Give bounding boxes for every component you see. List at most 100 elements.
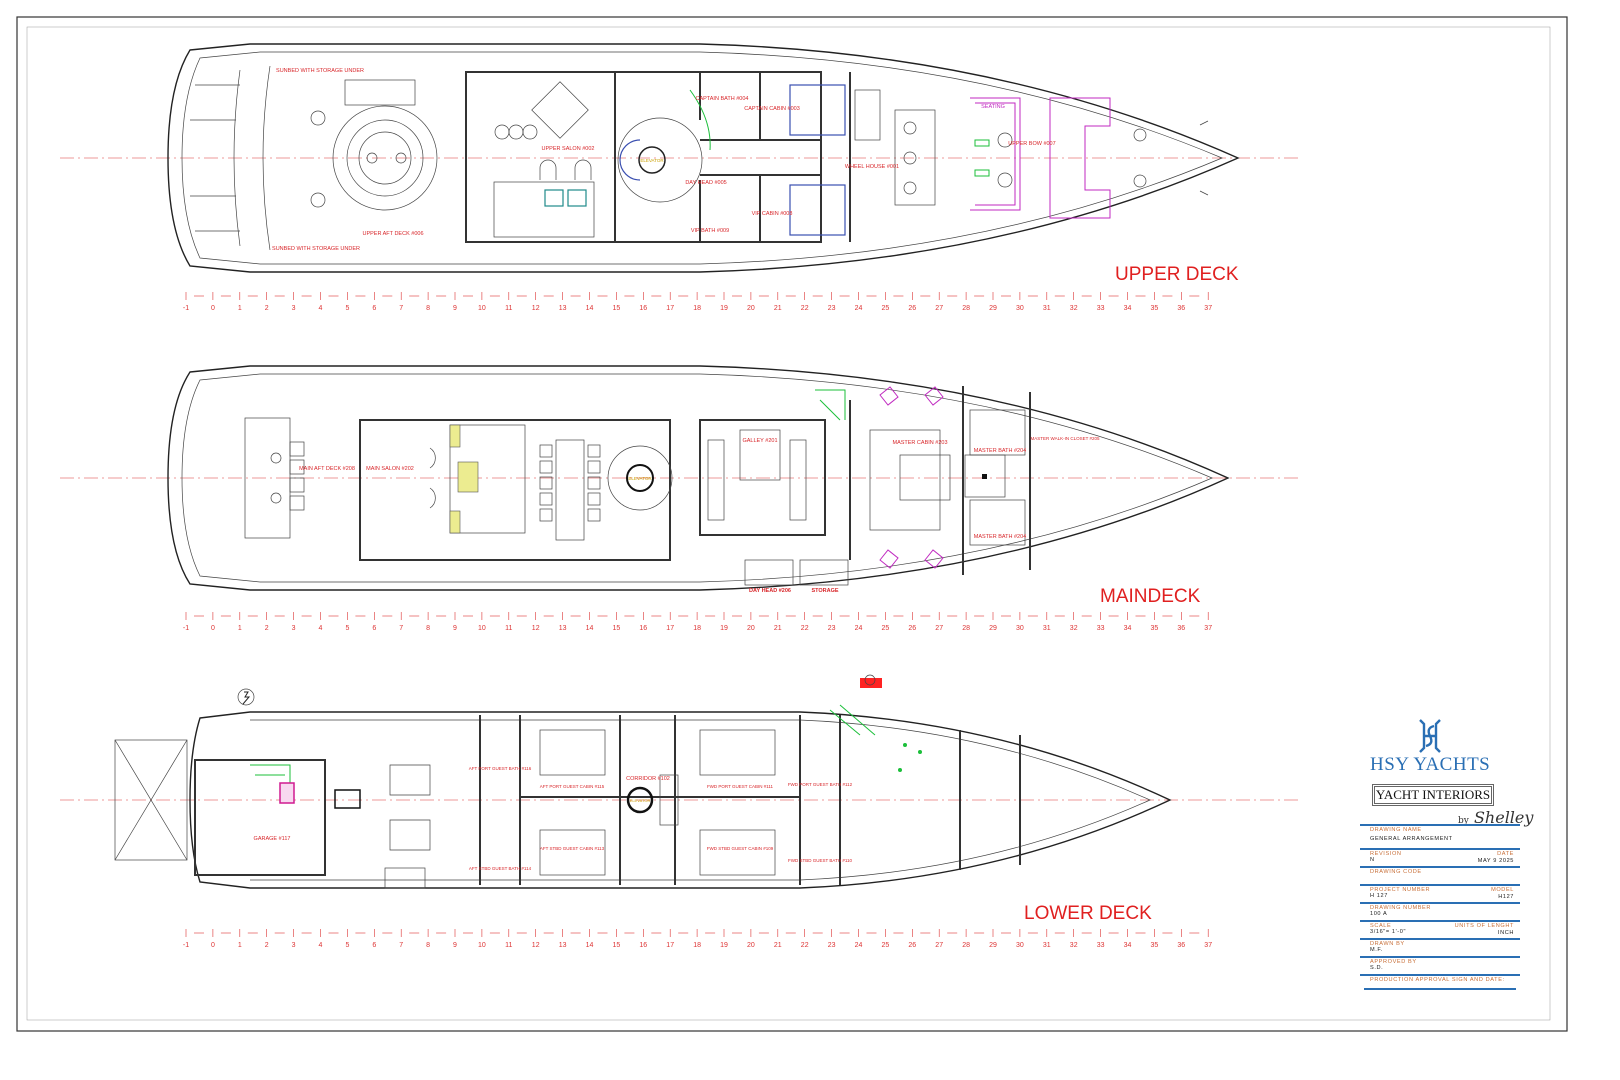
frame-number: 2 <box>265 942 269 949</box>
field-value: 3/16"= 1'-0" <box>1370 929 1407 935</box>
frame-number: 10 <box>478 305 486 312</box>
frame-number: 19 <box>720 625 728 632</box>
frame-number: 21 <box>774 942 782 949</box>
field-value: 100 A <box>1370 911 1388 917</box>
field-label: APPROVED BY <box>1370 959 1417 965</box>
by-label: by <box>1458 816 1469 826</box>
frame-number: 31 <box>1043 942 1051 949</box>
production-approval-field: PRODUCTION APPROVAL SIGN AND DATE: <box>1360 974 1520 985</box>
frame-number: 1 <box>238 305 242 312</box>
field-value: H127 <box>1498 894 1514 900</box>
frame-number: 31 <box>1043 305 1051 312</box>
room-label: MASTER WALK-IN CLOSET #205 <box>1030 436 1100 441</box>
frame-number: 29 <box>989 942 997 949</box>
frame-number: 33 <box>1097 942 1105 949</box>
frame-number: 13 <box>559 625 567 632</box>
frame-number: 0 <box>211 625 215 632</box>
frame-number: 19 <box>720 942 728 949</box>
room-label: ELEVATOR <box>628 476 652 481</box>
room-label: STORAGE <box>811 588 838 594</box>
frame-number: 35 <box>1151 625 1159 632</box>
sheet-inner-border <box>26 26 1551 1021</box>
field-label: DRAWING CODE <box>1370 869 1422 875</box>
frame-number: 5 <box>345 625 349 632</box>
field-value: S.D. <box>1370 965 1384 971</box>
frame-number: 9 <box>453 942 457 949</box>
frame-number: 6 <box>372 305 376 312</box>
room-label: UPPER SALON #002 <box>542 146 595 152</box>
field-label: UNITS OF LENGHT <box>1454 923 1514 929</box>
frame-number: 23 <box>828 305 836 312</box>
frame-number: 6 <box>372 625 376 632</box>
frame-number: 7 <box>399 305 403 312</box>
frame-number: 16 <box>639 942 647 949</box>
room-label: FWD PORT GUEST CABIN #111 <box>707 784 774 789</box>
frame-number: 17 <box>666 942 674 949</box>
lower-deck-plan: GARAGE #117 AFT PORT GUEST BATH #116 AFT… <box>60 674 1300 924</box>
field-label: DRAWING NAME <box>1370 827 1422 833</box>
frame-number: 25 <box>882 625 890 632</box>
frame-number: 23 <box>828 625 836 632</box>
frame-number: 5 <box>345 942 349 949</box>
frame-number: -1 <box>183 305 189 312</box>
frame-number: 24 <box>855 942 863 949</box>
frame-number: 22 <box>801 625 809 632</box>
frame-number: 8 <box>426 305 430 312</box>
frame-number: 13 <box>559 942 567 949</box>
field-value: MAY 9 2025 <box>1477 858 1514 864</box>
frame-number: 12 <box>532 305 540 312</box>
frame-number: 10 <box>478 625 486 632</box>
frame-number: 37 <box>1204 942 1212 949</box>
frame-number: 30 <box>1016 625 1024 632</box>
yacht-interiors-logo: YACHT INTERIORS <box>1372 784 1494 806</box>
frame-number: 21 <box>774 625 782 632</box>
room-label: AFT STBD GUEST BATH #114 <box>469 866 532 871</box>
drawing-code-field: DRAWING CODE <box>1360 866 1520 884</box>
field-label: PROJECT NUMBER <box>1370 887 1431 893</box>
frame-number: 14 <box>586 625 594 632</box>
frame-number: 30 <box>1016 305 1024 312</box>
hsy-logo-icon <box>1416 718 1444 754</box>
room-label: CORRIDOR #102 <box>626 776 670 782</box>
frame-number: 0 <box>211 305 215 312</box>
lower-room-labels: GARAGE #117 AFT PORT GUEST BATH #116 AFT… <box>254 766 853 871</box>
frame-number: 29 <box>989 625 997 632</box>
frame-number: -1 <box>183 625 189 632</box>
lower-hull-outline <box>189 711 1172 889</box>
main-deck-plan: MAIN AFT DECK #208 MAIN SALON #202 ELEVA… <box>60 365 1300 607</box>
frame-number: 14 <box>586 305 594 312</box>
frame-number: 21 <box>774 305 782 312</box>
frame-number: 6 <box>372 942 376 949</box>
room-label: GARAGE #117 <box>254 836 291 842</box>
frame-number: 27 <box>935 625 943 632</box>
field-label: DATE <box>1497 851 1514 857</box>
room-label: AFT STBD GUEST CABIN #113 <box>540 846 605 851</box>
frame-number: 35 <box>1151 305 1159 312</box>
room-label: ELEVATOR <box>630 798 651 803</box>
upper-hull-outline <box>167 43 1240 273</box>
room-label: WHEEL HOUSE #001 <box>845 164 899 170</box>
room-label: CAPTAIN BATH #004 <box>696 96 749 102</box>
lower-deck-title: LOWER DECK <box>1024 903 1152 924</box>
frame-number: 36 <box>1177 305 1185 312</box>
frame-number: 25 <box>882 942 890 949</box>
room-label: VIP BATH #009 <box>691 228 729 234</box>
frame-number: 25 <box>882 305 890 312</box>
title-block-footer-line <box>1364 988 1516 996</box>
room-label: AFT PORT GUEST CABIN #115 <box>540 784 605 789</box>
frame-number: 32 <box>1070 305 1078 312</box>
frame-number: 12 <box>532 625 540 632</box>
frame-number: 23 <box>828 942 836 949</box>
field-label: REVISION <box>1370 851 1402 857</box>
frame-number: 18 <box>693 942 701 949</box>
frame-number: 8 <box>426 942 430 949</box>
frame-number: 28 <box>962 942 970 949</box>
frame-number: 10 <box>478 942 486 949</box>
